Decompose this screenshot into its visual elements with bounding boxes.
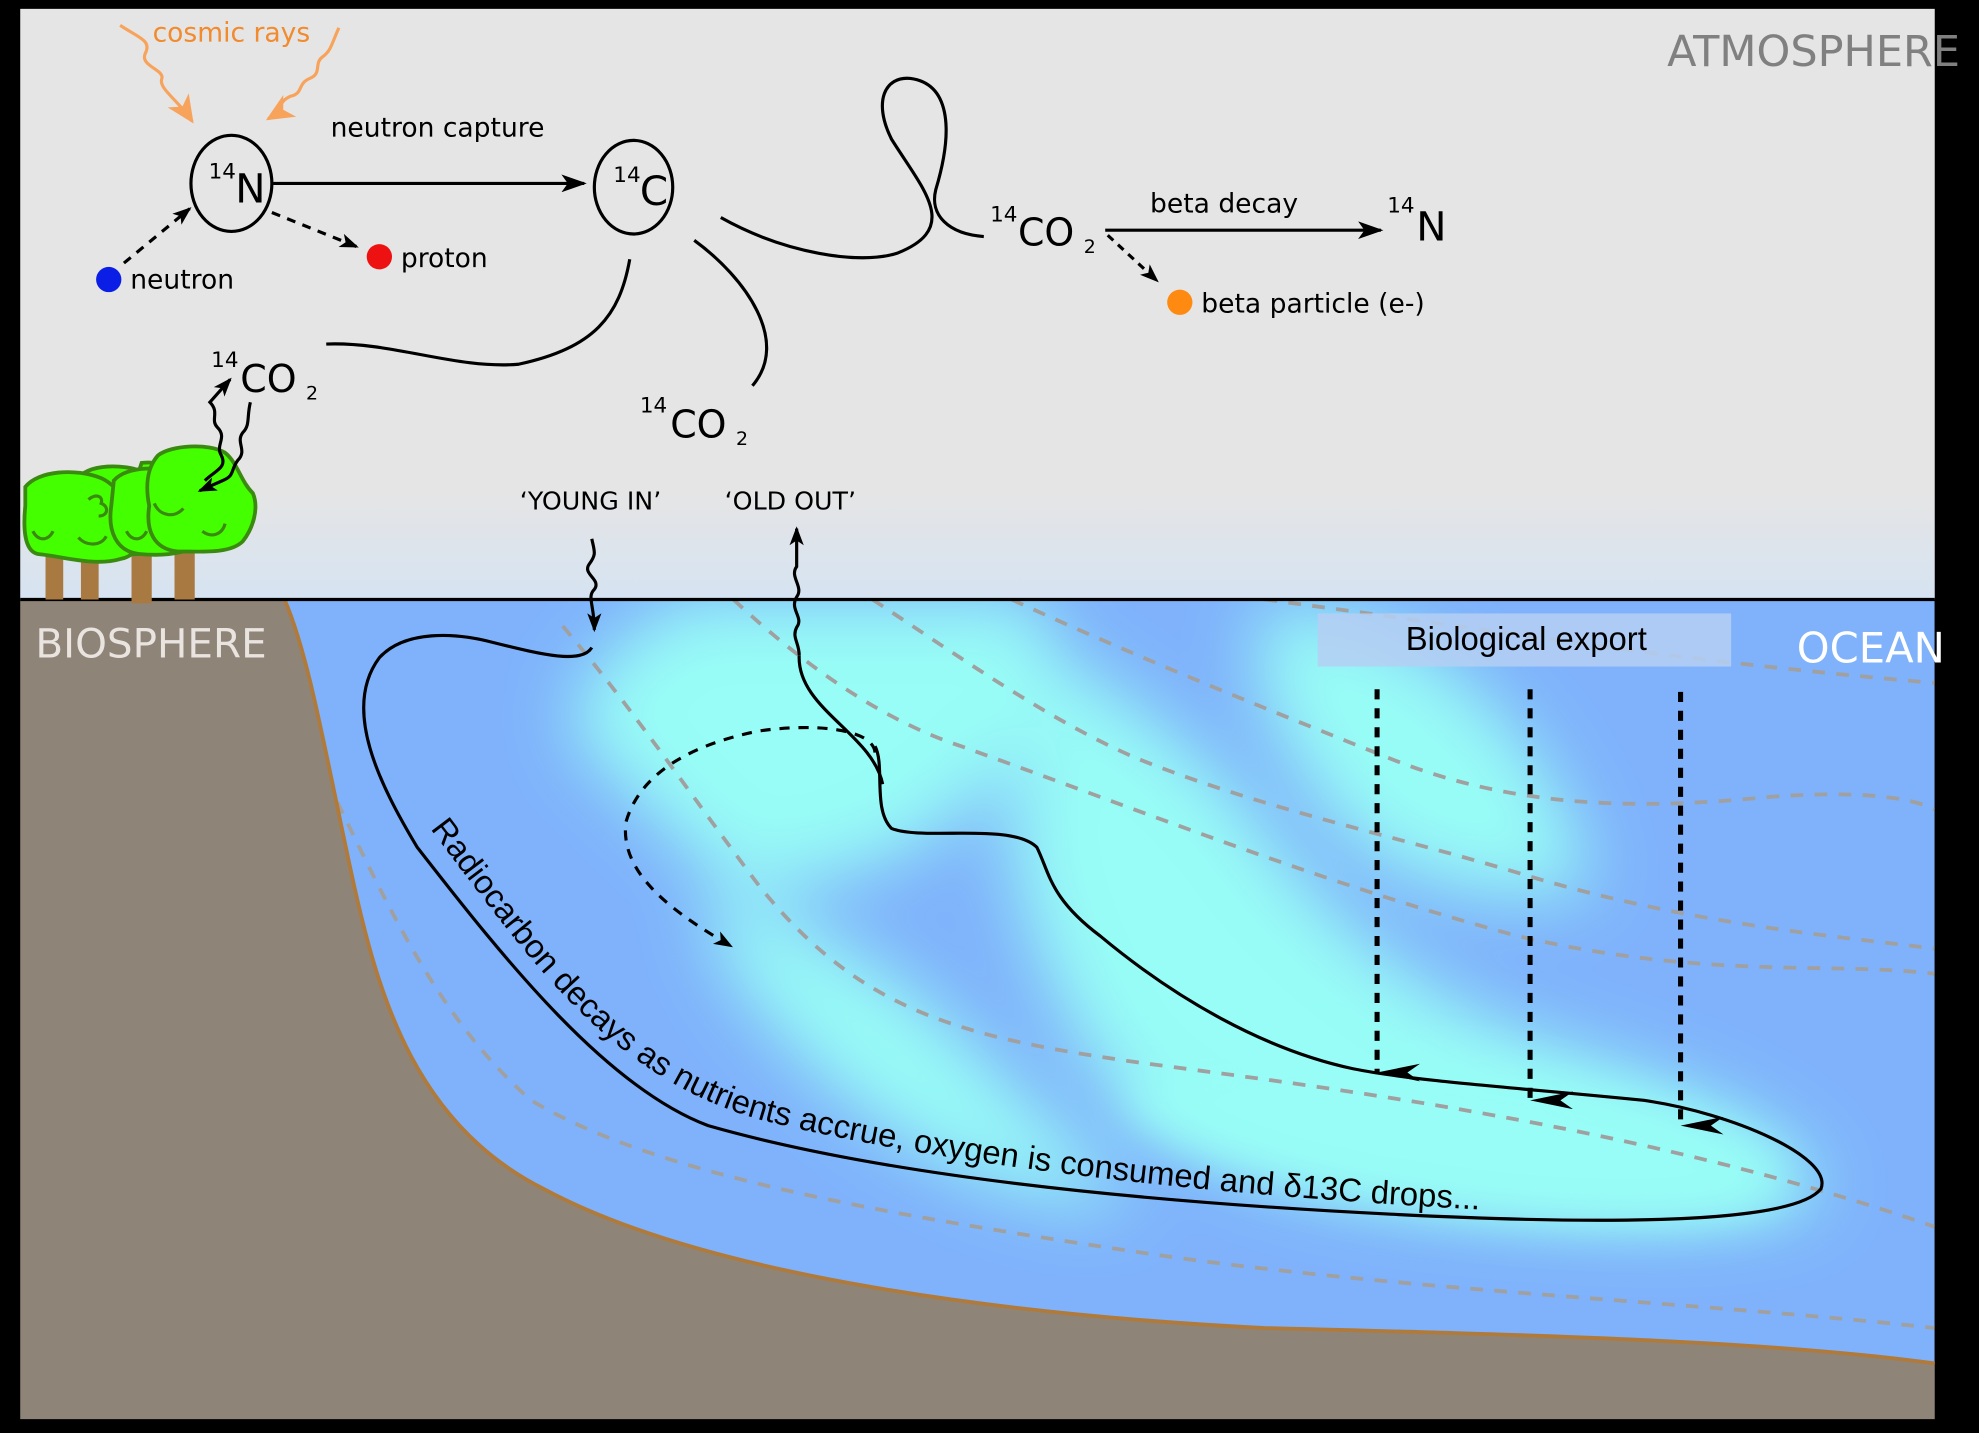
atmosphere-label: ATMOSPHERE (1667, 27, 1960, 77)
neutron-dot (96, 266, 122, 293)
beta-particle-dot (1167, 289, 1193, 315)
isopycnal-lines (314, 599, 1935, 1330)
co2-symbol: CO (670, 403, 726, 447)
biological-export-box (1317, 613, 1732, 667)
beta-decay-label: beta decay (1150, 188, 1298, 219)
biosphere-uptake-arrow (197, 401, 252, 493)
co2-subscript: 2 (736, 428, 748, 450)
isopycnal-line (314, 758, 1935, 1330)
c14-symbol: C (640, 167, 668, 215)
coastline (282, 598, 1936, 1366)
biological-export-label: Biological export (1406, 620, 1647, 657)
proton-dot (366, 244, 393, 270)
co2-subscript: 2 (306, 383, 318, 405)
biosphere-label: BIOSPHERE (35, 620, 266, 668)
ocean-region (284, 599, 1935, 1364)
co2-mass-number: 14 (640, 393, 667, 418)
proton-label: proton (401, 243, 488, 274)
beta-particle-label: beta particle (e-) (1201, 288, 1424, 319)
old-out-arrow (789, 526, 804, 656)
mixing-return-arrow (623, 726, 877, 948)
c14-mass-number: 14 (613, 163, 640, 188)
path-to-decay-co2 (720, 76, 984, 260)
isopycnal-line (1010, 599, 1935, 812)
co2-subscript: 2 (1084, 236, 1096, 258)
co2-ocean-molecule: 14 CO 2 (640, 393, 748, 450)
neutron-arrow (122, 207, 192, 265)
co2-symbol: CO (1018, 210, 1074, 254)
n14-mass-number: 14 (209, 159, 236, 184)
path-to-biosphere-co2 (326, 259, 632, 367)
co2-biosphere-molecule: 14 CO 2 (211, 348, 318, 405)
co2-symbol: CO (240, 357, 296, 401)
path-to-ocean-co2 (693, 239, 769, 387)
co2-mass-number: 14 (990, 202, 1017, 227)
biosphere-release-arrow (203, 377, 232, 482)
isopycnal-line (871, 599, 1935, 951)
cosmic-ray-icon (265, 27, 341, 121)
young-in-label: ‘YOUNG IN’ (520, 487, 661, 516)
co2-mass-number: 14 (211, 348, 238, 373)
cosmic-rays-label: cosmic rays (153, 18, 311, 49)
overturning-circulation-path (362, 633, 1824, 1222)
land (20, 599, 1935, 1420)
co2-decay-molecule: 14 CO 2 (990, 202, 1096, 258)
n14-symbol: N (235, 164, 265, 212)
trees (22, 444, 258, 604)
nitrogen-14-nucleus: 14 N (189, 133, 274, 234)
n14-product-symbol: N (1416, 202, 1446, 250)
neutron-label: neutron (130, 264, 234, 295)
beta-particle-arrow (1106, 234, 1159, 283)
n14-product-mass: 14 (1387, 193, 1414, 218)
tree-crown (145, 444, 258, 554)
atmosphere-region (20, 8, 1935, 600)
isopycnal-line (561, 624, 1935, 1229)
carbon-14-nucleus: 14 C (592, 138, 675, 236)
cosmic-ray-icon (119, 23, 194, 124)
old-water-path (797, 655, 885, 785)
isopycnal-line (732, 599, 1935, 976)
old-out-label: ‘OLD OUT’ (725, 487, 856, 516)
cosmic-rays: cosmic rays (119, 18, 341, 124)
ocean-label: OCEAN (1797, 624, 1945, 673)
young-in-arrow (586, 538, 602, 633)
neutron-capture-label: neutron capture (331, 113, 545, 144)
nitrogen-14-product: 14 N (1387, 193, 1446, 250)
c14-pathways (326, 76, 984, 387)
export-arrows (1374, 689, 1724, 1135)
